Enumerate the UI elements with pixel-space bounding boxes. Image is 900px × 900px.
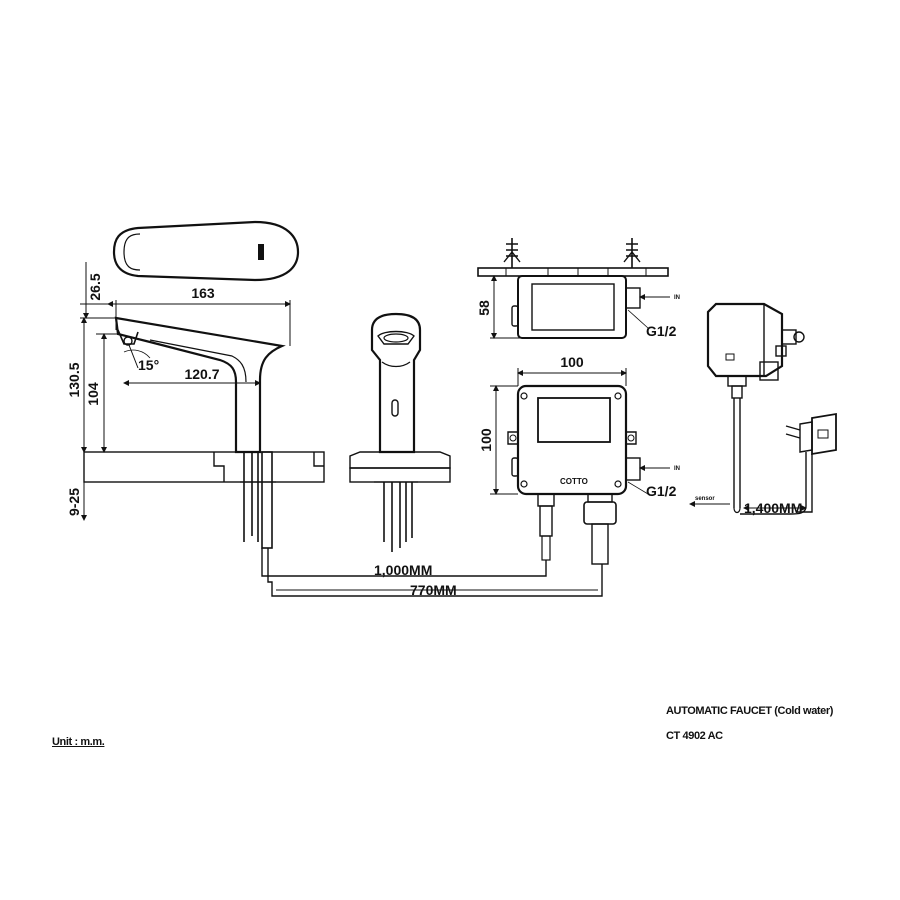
brand-label: COTTO	[560, 477, 588, 486]
inlet-top-label: IN	[674, 295, 680, 301]
dim-box-height: 100	[478, 428, 494, 452]
side-dimension-lines	[80, 262, 291, 521]
dim-box-width: 100	[560, 354, 584, 370]
power-adapter-icon	[740, 412, 837, 515]
dim-spout-angle: 15°	[138, 357, 159, 373]
unit-note: Unit : m.m.	[52, 736, 105, 748]
dim-box-height-side: 58	[476, 300, 492, 316]
control-box-icon	[507, 384, 670, 565]
thread-top-label: G1/2	[646, 323, 677, 339]
faucet-front-view-icon	[349, 312, 451, 552]
solenoid-valve-icon	[706, 302, 805, 514]
faucet-top-view-icon	[112, 220, 300, 282]
dim-total-height: 130.5	[66, 362, 82, 397]
model-code: CT 4902 AC	[666, 730, 723, 742]
dim-deck-thickness: 9-25	[66, 488, 82, 516]
faucet-side-view-icon	[83, 316, 325, 549]
box-front-dimensions	[490, 368, 627, 495]
inlet-bottom-label: IN	[674, 466, 680, 472]
box-side-dimension	[490, 275, 520, 339]
dim-spout-height: 104	[85, 382, 101, 406]
control-box-side-icon	[477, 238, 670, 339]
dim-adapter-cable: 1,400MM	[744, 500, 802, 516]
cable-routing	[261, 548, 603, 597]
dim-hose-length: 770MM	[410, 582, 457, 598]
product-name: AUTOMATIC FAUCET (Cold water)	[666, 705, 834, 717]
dim-sensor-cable: 1,000MM	[374, 562, 432, 578]
sensor-label: sensor	[695, 496, 715, 502]
dim-spout-length: 163	[191, 285, 215, 301]
dim-spout-reach: 120.7	[184, 366, 219, 382]
dim-top-height: 26.5	[87, 273, 103, 300]
thread-bottom-label: G1/2	[646, 483, 677, 499]
